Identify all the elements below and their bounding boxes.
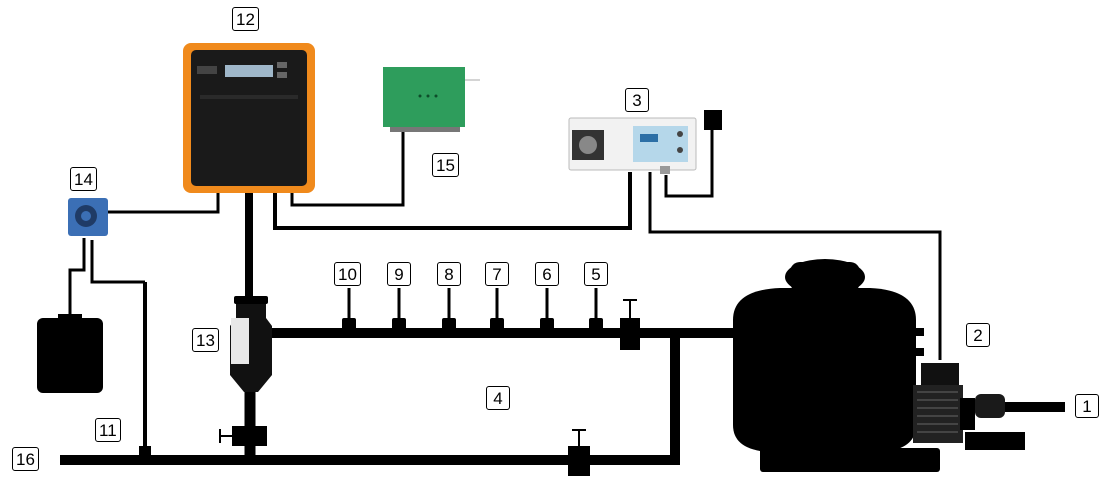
cable-pump-controller xyxy=(107,190,220,214)
port-5 xyxy=(589,288,603,332)
cable-controller-panel xyxy=(273,172,632,230)
callout-6: 6 xyxy=(535,262,559,286)
callout-9: 9 xyxy=(387,262,411,286)
cable-tank-line xyxy=(68,238,86,318)
callout-14: 14 xyxy=(70,167,97,191)
callout-3: 3 xyxy=(625,88,649,112)
callout-5: 5 xyxy=(584,262,608,286)
callout-16: 16 xyxy=(12,447,39,471)
callout-12: 12 xyxy=(232,7,259,31)
control-panel-icon xyxy=(568,117,697,174)
cables xyxy=(68,128,942,360)
green-board-icon xyxy=(383,67,480,132)
cable-dosing-line xyxy=(90,240,145,284)
callout-10: 10 xyxy=(334,262,361,286)
sensor-ports xyxy=(342,288,603,332)
dosing-pump-icon xyxy=(68,198,108,236)
sand-filter-icon xyxy=(733,259,940,472)
port-8 xyxy=(442,288,456,332)
port-10 xyxy=(342,288,356,332)
tank-icon xyxy=(37,314,103,393)
valve-icon xyxy=(568,429,590,476)
switch-box-icon xyxy=(704,110,722,130)
callout-11: 11 xyxy=(95,418,121,442)
tee-fitting xyxy=(139,446,151,460)
valve-icon xyxy=(219,426,267,446)
callout-2: 2 xyxy=(966,323,990,347)
callout-13: 13 xyxy=(192,328,219,352)
callout-7: 7 xyxy=(485,262,509,286)
port-9 xyxy=(392,288,406,332)
electrolysis-cell-icon xyxy=(230,296,272,392)
cable-panel-switch xyxy=(664,128,714,198)
cable-controller-board xyxy=(290,128,405,207)
callout-15: 15 xyxy=(432,153,459,177)
callout-8: 8 xyxy=(437,262,461,286)
port-7 xyxy=(490,288,504,332)
callout-4: 4 xyxy=(486,386,510,410)
controller-icon xyxy=(183,43,315,193)
pool-pump-icon xyxy=(913,363,1065,450)
cable-panel-pump xyxy=(648,172,942,360)
port-6 xyxy=(540,288,554,332)
valve-icon xyxy=(620,299,640,350)
callout-1: 1 xyxy=(1075,394,1099,418)
